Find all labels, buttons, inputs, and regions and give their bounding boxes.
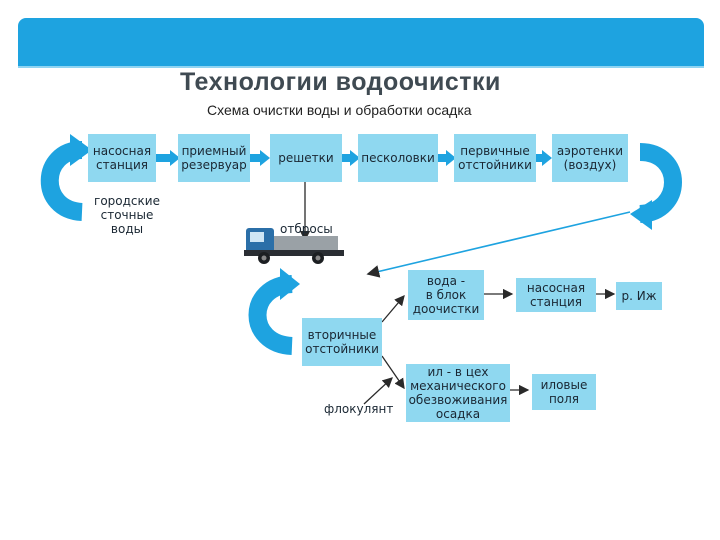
label-flocculant: флокулянт [324, 402, 394, 416]
header-band [18, 18, 704, 66]
left-curve-arrow-bottom [248, 268, 300, 355]
left-curve-arrow-top [40, 134, 92, 221]
header-divider [18, 66, 704, 68]
label-urban-wastewater: городские сточные воды [94, 194, 160, 236]
page-subtitle: Схема очистки воды и обработки осадка [207, 102, 472, 118]
node-water-post-treatment: вода - в блок доочистки [408, 270, 484, 320]
node-primary-settlers: первичные отстойники [454, 134, 536, 182]
arrow-aerotanks-to-secondary [366, 211, 631, 278]
node-screens: решетки [270, 134, 342, 182]
page-title: Технологии водоочистки [180, 68, 501, 96]
node-secondary-settlers: вторичные отстойники [302, 318, 382, 366]
right-curve-arrow-top [630, 143, 682, 230]
node-pumping-station-1: насосная станция [88, 134, 156, 182]
node-pumping-station-2: насосная станция [516, 278, 596, 312]
node-sludge-dewatering: ил - в цех механического обезвоживания о… [406, 364, 510, 422]
node-river: р. Иж [616, 282, 662, 310]
arrow-secondary-to-sludge [381, 355, 405, 390]
arrow-flocculant [363, 377, 393, 405]
node-sludge-fields: иловые поля [532, 374, 596, 410]
label-waste: отбросы [280, 222, 333, 236]
arrow-secondary-to-water [381, 295, 405, 323]
top-row-connectors [156, 150, 552, 166]
node-receiving-tank: приемный резервуар [178, 134, 250, 182]
node-aerotanks: аэротенки (воздух) [552, 134, 628, 182]
truck-icon [244, 228, 344, 264]
node-sand-traps: песколовки [358, 134, 438, 182]
